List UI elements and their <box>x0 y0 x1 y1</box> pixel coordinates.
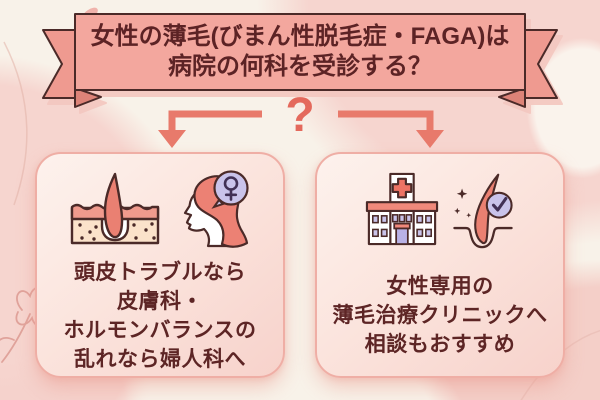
question-mark: ? <box>285 89 315 142</box>
right-card-icon-row <box>365 166 515 252</box>
left-card-icon-row <box>69 166 251 252</box>
branch-arrows <box>158 110 444 148</box>
woman-profile-female-symbol-icon <box>183 170 249 248</box>
card-dermatology-gynecology: 頭皮トラブルなら 皮膚科・ ホルモンバランスの 乱れなら婦人科へ <box>35 152 285 378</box>
left-card-text: 頭皮トラブルなら 皮膚科・ ホルモンバランスの 乱れなら婦人科へ <box>63 258 256 374</box>
right-card-text: 女性専用の 薄毛治療クリニックへ 相談もおすすめ <box>333 272 548 359</box>
arrow-right-line <box>338 110 434 132</box>
check-circle <box>485 191 513 219</box>
left-card-line: ホルモンバランスの <box>63 319 257 342</box>
ribbon-main-rect <box>74 13 526 91</box>
hair-follicle-check-icon <box>453 173 513 249</box>
ribbon-banner <box>30 6 570 118</box>
hair-follicle-icon <box>70 172 160 245</box>
banner-title: 女性の薄毛(びまん性脱毛症・FAGA)は 病院の何科を受診する？ <box>75 14 525 90</box>
sparkle-icons <box>454 188 472 218</box>
banner-title-line2: 病院の何科を受診する？ <box>168 53 432 80</box>
left-card-line: 頭皮トラブルなら <box>74 261 246 284</box>
ribbon-shape <box>42 13 558 108</box>
female-symbol <box>223 176 239 201</box>
arrow-left-line <box>168 110 262 132</box>
hospital-icon <box>365 172 439 246</box>
card-hair-loss-clinic: 女性専用の 薄毛治療クリニックへ 相談もおすすめ <box>315 152 565 378</box>
right-card-line: 女性専用の <box>386 275 494 298</box>
left-card-line: 皮膚科・ <box>117 290 203 313</box>
arrow-right-head <box>416 130 444 148</box>
arrow-left-head <box>158 130 186 148</box>
banner-title-line1: 女性の薄毛(びまん性脱毛症・FAGA)は <box>90 23 510 50</box>
ribbon-fold-right <box>498 87 526 108</box>
female-symbol-bubble <box>211 170 249 209</box>
ribbon-fold-left <box>74 87 102 108</box>
right-card-line: 薄毛治療クリニックへ <box>332 304 548 327</box>
right-card-line: 相談もおすすめ <box>364 333 516 356</box>
left-card-line: 乱れなら婦人科へ <box>74 348 246 371</box>
